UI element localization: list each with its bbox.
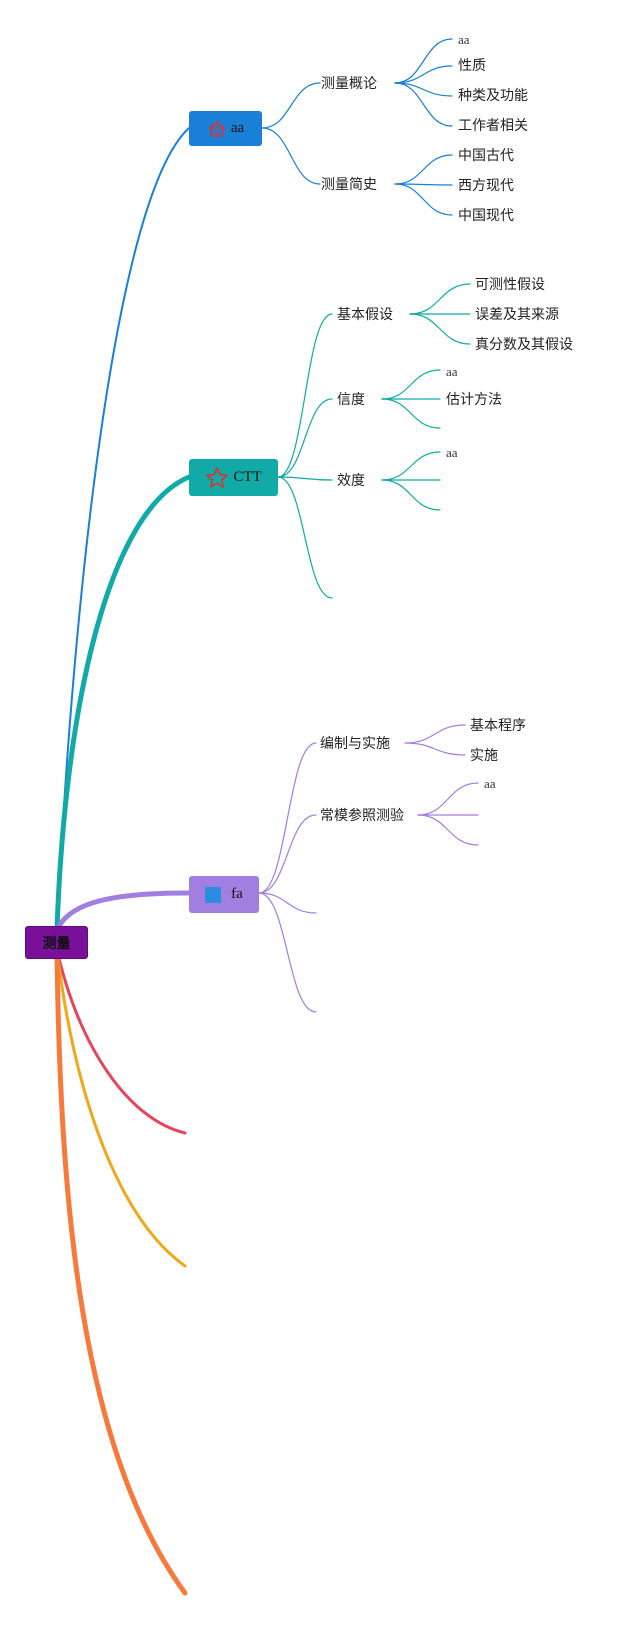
leaf-connector: [394, 82, 453, 127]
leaf-connector: [417, 814, 479, 846]
topic-label[interactable]: 基本假设: [337, 307, 393, 323]
leaf-connector: [381, 451, 441, 481]
topic-connector: [277, 398, 333, 478]
topic-connector: [258, 892, 317, 914]
branch-connector: [54, 474, 192, 933]
leaf-connector: [404, 724, 466, 744]
topic-connector: [277, 476, 333, 599]
leaf-label[interactable]: 估计方法: [446, 392, 502, 408]
branch-connector: [54, 947, 188, 1596]
leaf-connector: [394, 82, 453, 97]
leaf-connector: [409, 283, 471, 315]
topic-connector: [261, 127, 321, 185]
leaf-connector: [417, 782, 479, 816]
topic-connector: [258, 892, 317, 1013]
leaf-connector: [394, 65, 453, 84]
branch-connector: [56, 127, 190, 931]
branch-label: CTT: [233, 469, 262, 485]
leaf-connector: [381, 398, 441, 429]
topic-connector: [277, 313, 333, 478]
branch-node-ctt[interactable]: CTT: [189, 459, 278, 496]
leaf-connector: [404, 742, 466, 756]
branch-connector: [55, 948, 187, 1268]
topic-label[interactable]: 测量概论: [321, 76, 377, 92]
branch-node-aa[interactable]: aa: [189, 111, 262, 146]
leaf-label[interactable]: 中国现代: [458, 208, 514, 224]
leaf-label[interactable]: 中国古代: [458, 148, 514, 164]
branch-label: aa: [230, 120, 245, 136]
root-node[interactable]: 测量: [25, 926, 88, 959]
branch-connector: [55, 948, 187, 1135]
leaf-label[interactable]: aa: [458, 32, 470, 47]
topic-connector: [258, 742, 317, 894]
branch-node-fa[interactable]: fa: [189, 876, 259, 913]
leaf-label[interactable]: 西方现代: [458, 178, 514, 194]
star-icon: [205, 466, 229, 490]
topic-connector: [258, 814, 317, 894]
leaf-label[interactable]: 实施: [470, 748, 498, 764]
branch-label: fa: [231, 886, 243, 902]
leaf-label[interactable]: aa: [446, 364, 458, 379]
square-icon: [205, 886, 222, 903]
leaf-connector: [394, 38, 453, 84]
home-icon: [207, 120, 227, 138]
leaf-label[interactable]: aa: [484, 776, 496, 791]
leaf-label[interactable]: 种类及功能: [458, 88, 528, 104]
leaf-label[interactable]: aa: [446, 445, 458, 460]
leaf-label[interactable]: 误差及其来源: [475, 307, 559, 323]
topic-label[interactable]: 测量简史: [321, 177, 377, 193]
leaf-connector: [381, 369, 441, 400]
leaf-connector: [409, 313, 471, 345]
leaf-connector: [381, 479, 441, 511]
leaf-connector: [394, 183, 453, 216]
topic-connector: [261, 82, 321, 129]
topic-label[interactable]: 编制与实施: [320, 736, 390, 752]
leaf-connector: [394, 154, 453, 185]
leaf-label[interactable]: 基本程序: [470, 718, 526, 734]
leaf-label[interactable]: 性质: [458, 58, 486, 74]
topic-label[interactable]: 信度: [337, 392, 365, 408]
topic-label[interactable]: 常模参照测验: [320, 808, 404, 824]
topic-connector: [277, 476, 333, 481]
leaf-label[interactable]: 可测性假设: [475, 277, 545, 293]
leaf-label[interactable]: 真分数及其假设: [475, 337, 573, 353]
leaf-label[interactable]: 工作者相关: [458, 118, 528, 134]
topic-label[interactable]: 效度: [337, 473, 365, 489]
branch-connector: [54, 890, 192, 933]
root-label: 测量: [42, 935, 71, 952]
